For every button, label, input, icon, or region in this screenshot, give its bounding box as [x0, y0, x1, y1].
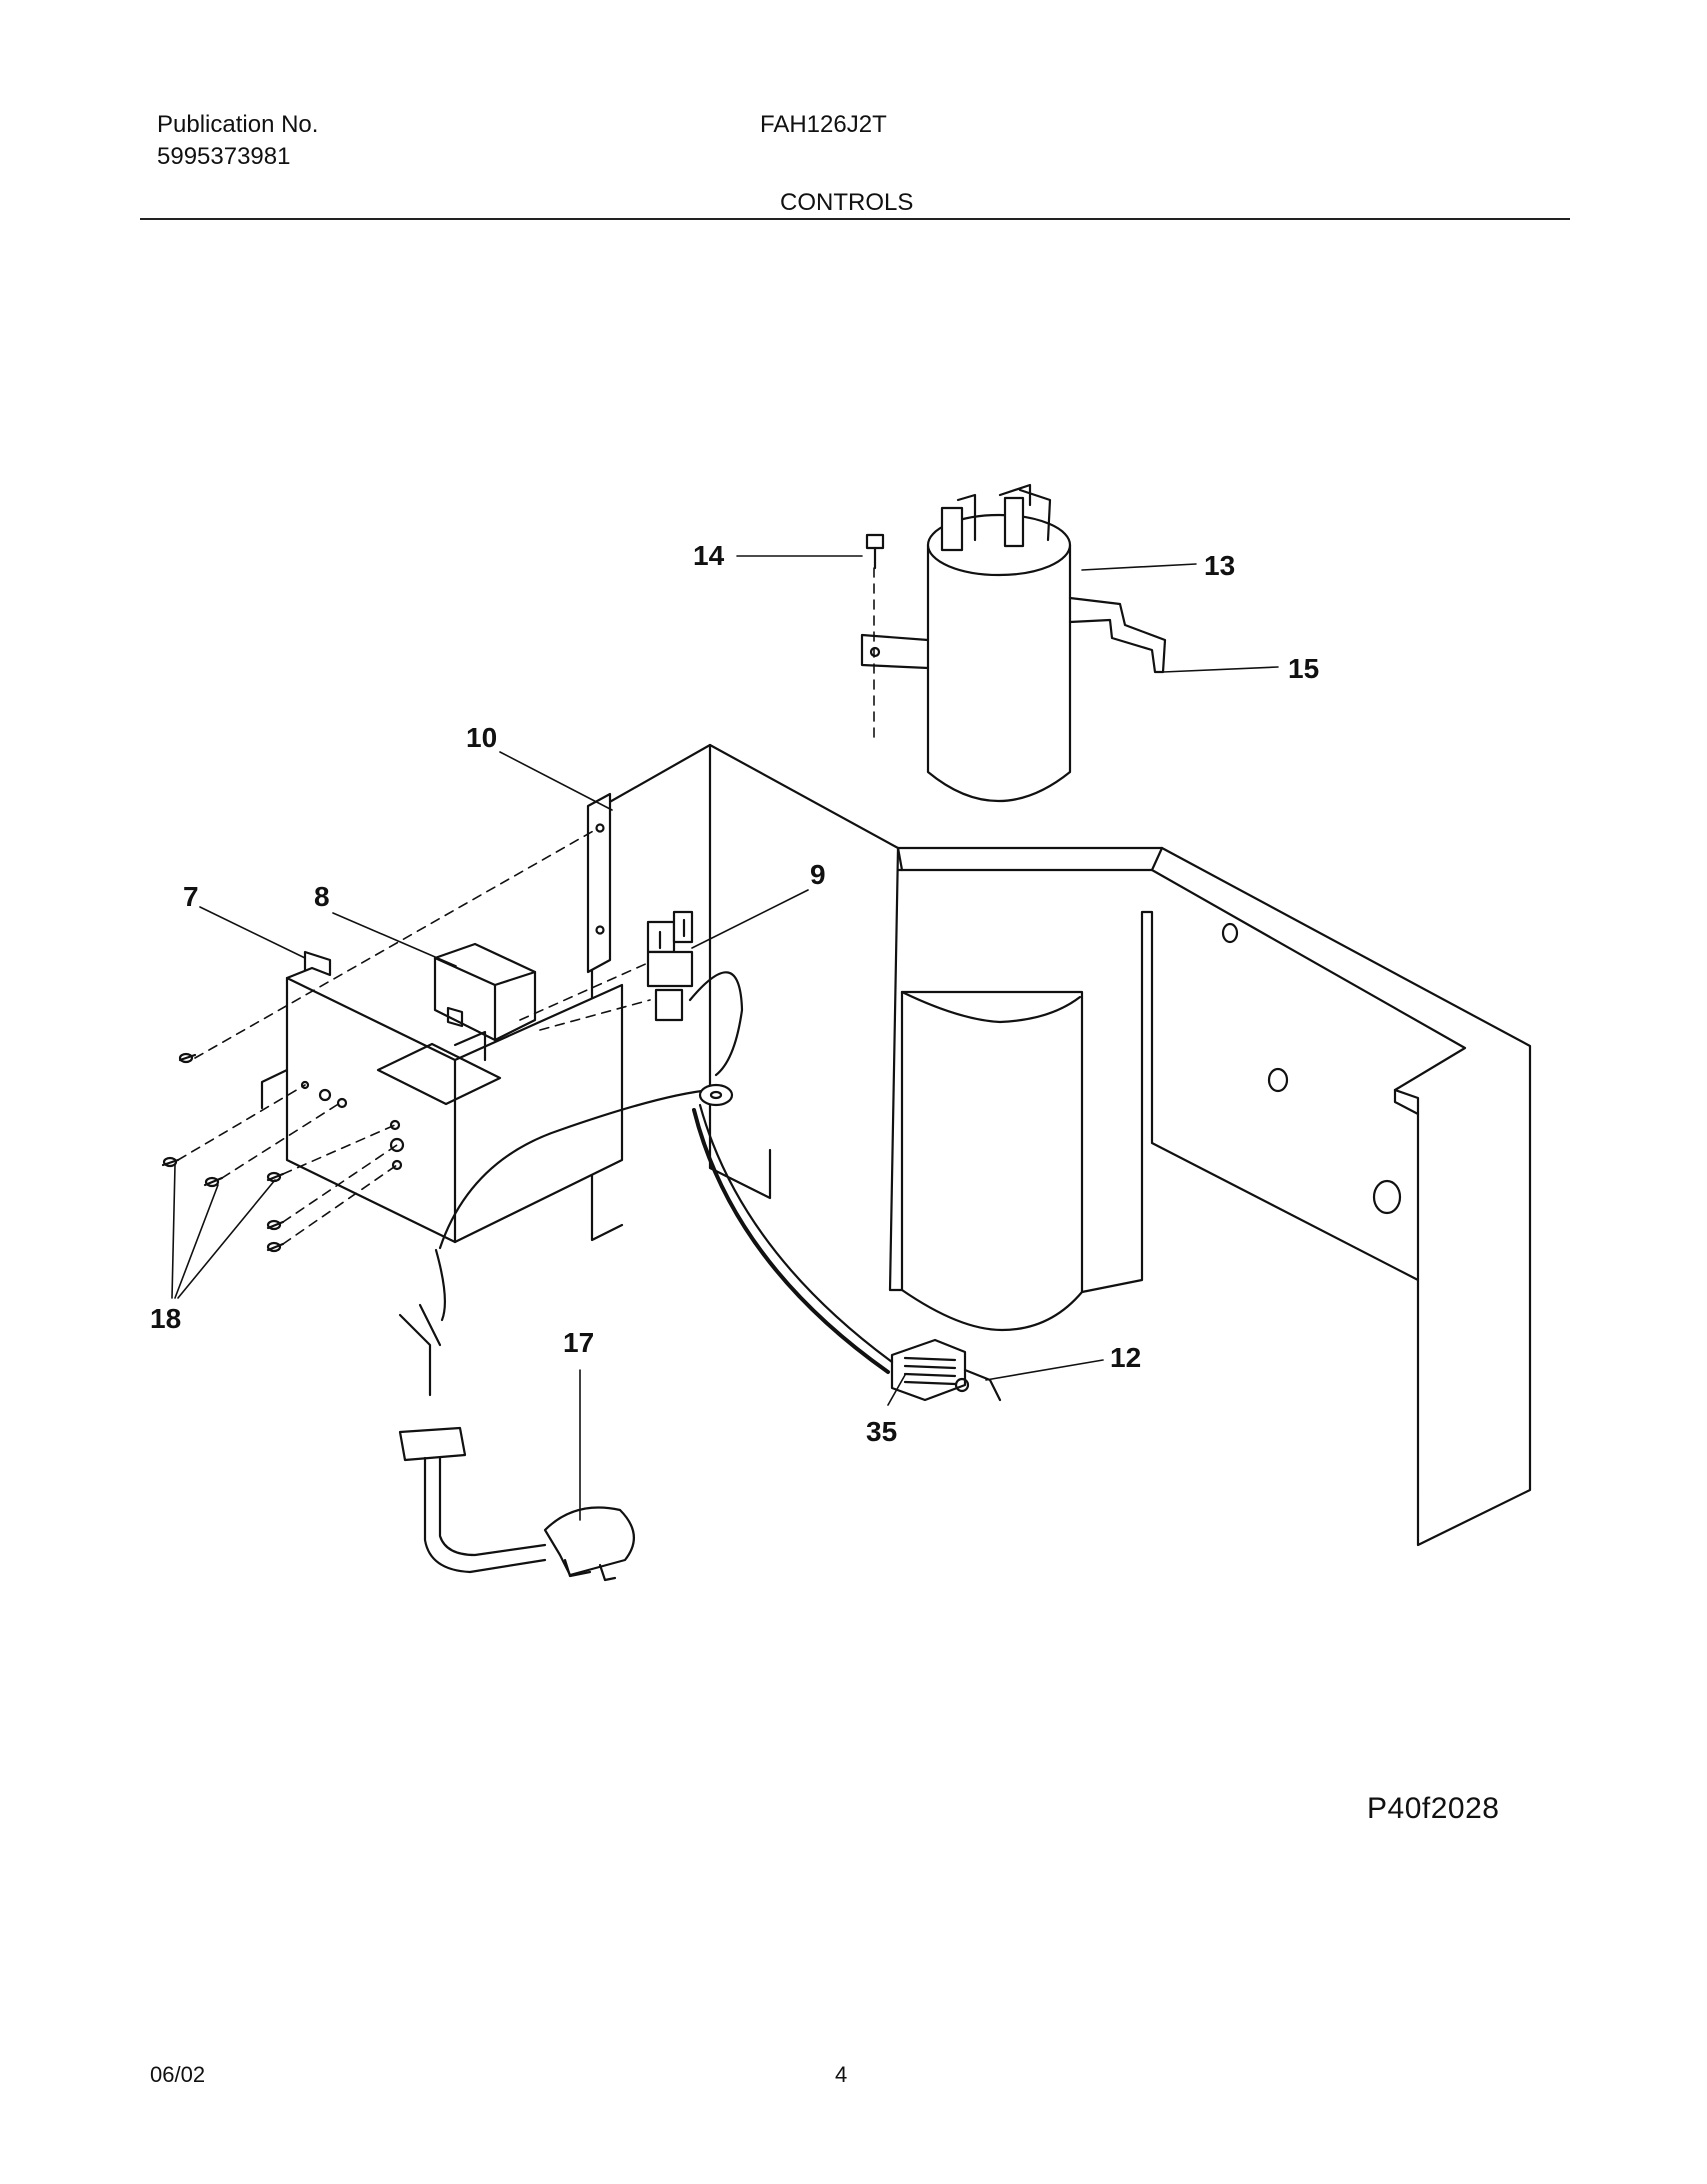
callout-17: 17 [563, 1327, 594, 1358]
screw-14 [865, 533, 885, 570]
ground-wire [688, 971, 894, 1374]
page-number: 4 [835, 2062, 848, 2087]
diagram-code: P40f2028 [1367, 1792, 1500, 1825]
control-box-7 [260, 950, 624, 1244]
callout-7: 7 [183, 881, 199, 912]
callout-12: 12 [1110, 1342, 1141, 1373]
switch-9 [646, 910, 694, 1022]
control-panel [590, 743, 1532, 1547]
model-number: FAH126J2T [760, 111, 887, 138]
heater-12 [890, 1338, 1002, 1402]
callout-15: 15 [1288, 653, 1319, 684]
bracket-10 [586, 792, 612, 974]
callout-10: 10 [466, 722, 497, 753]
publication-label: Publication No. [157, 111, 319, 138]
header-rule [140, 218, 1570, 220]
screws-18 [161, 1052, 285, 1253]
power-cord-17 [398, 1088, 712, 1582]
thermostat-8 [376, 942, 537, 1106]
assembly-lines [177, 567, 875, 1245]
callout-35: 35 [866, 1416, 897, 1447]
leader-lines [171, 555, 1279, 1521]
callout-8: 8 [314, 881, 330, 912]
capacitor-strap-15 [860, 596, 1167, 674]
callout-9: 9 [810, 859, 826, 890]
callout-14: 14 [693, 540, 725, 571]
footer-date: 06/02 [150, 2062, 206, 2087]
capacitor-13 [926, 483, 1072, 803]
section-title: CONTROLS [780, 189, 914, 216]
callout-18: 18 [150, 1303, 181, 1334]
publication-number: 5995373981 [157, 143, 291, 170]
callout-13: 13 [1204, 550, 1235, 581]
